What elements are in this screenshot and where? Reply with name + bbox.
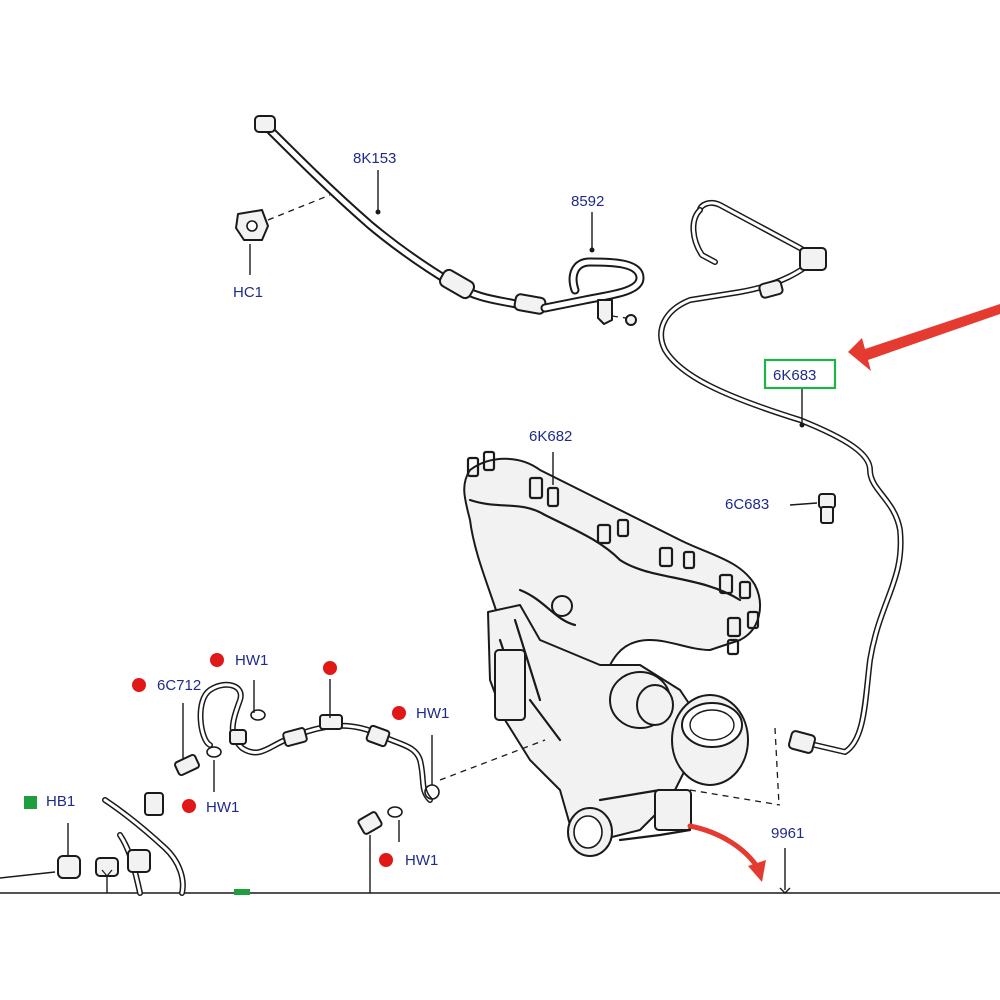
frame-left-tick xyxy=(0,871,56,879)
red-dot-marker xyxy=(182,799,196,813)
turbocharger xyxy=(487,604,781,857)
tube-8592 xyxy=(540,257,645,326)
label-6k682: 6K682 xyxy=(529,428,572,445)
red-dot-marker xyxy=(323,661,337,675)
red-arrow-curved-head xyxy=(748,860,766,882)
label-6k683: 6K683 xyxy=(773,367,816,384)
red-arrow-highlight xyxy=(848,304,1000,371)
label-6c712: 6C712 xyxy=(157,677,201,694)
label-hw1-top-left: HW1 xyxy=(235,652,268,669)
red-dot-marker xyxy=(132,678,146,692)
red-arrow-curved xyxy=(687,823,761,871)
green-square-marker xyxy=(234,889,250,895)
highlight-box-6k683 xyxy=(763,358,837,390)
label-9961: 9961 xyxy=(771,825,804,842)
red-dot-marker xyxy=(392,706,406,720)
hose-8k153 xyxy=(254,115,550,315)
label-hw1-bottom-left: HW1 xyxy=(206,799,239,816)
red-dot-marker xyxy=(210,653,224,667)
red-dot-marker xyxy=(379,853,393,867)
leader-dot-8k153 xyxy=(375,209,381,215)
leader-dot-6k683 xyxy=(799,422,805,428)
fitting-6c683 xyxy=(789,493,836,524)
label-8k153: 8K153 xyxy=(353,150,396,167)
clip-hc1 xyxy=(235,194,331,275)
leader-9961 xyxy=(774,727,791,894)
leader-dot-8592 xyxy=(589,247,595,253)
tube-6k683 xyxy=(658,199,904,755)
label-hw1-bottom: HW1 xyxy=(405,852,438,869)
label-hb1: HB1 xyxy=(46,793,75,810)
oil-tube-6c712 xyxy=(174,679,546,893)
bracket-hb1 xyxy=(57,792,186,896)
label-hw1-right: HW1 xyxy=(416,705,449,722)
label-hc1: HC1 xyxy=(233,284,263,301)
label-6c683: 6C683 xyxy=(725,496,769,513)
green-square-marker xyxy=(24,796,37,809)
label-8592: 8592 xyxy=(571,193,604,210)
